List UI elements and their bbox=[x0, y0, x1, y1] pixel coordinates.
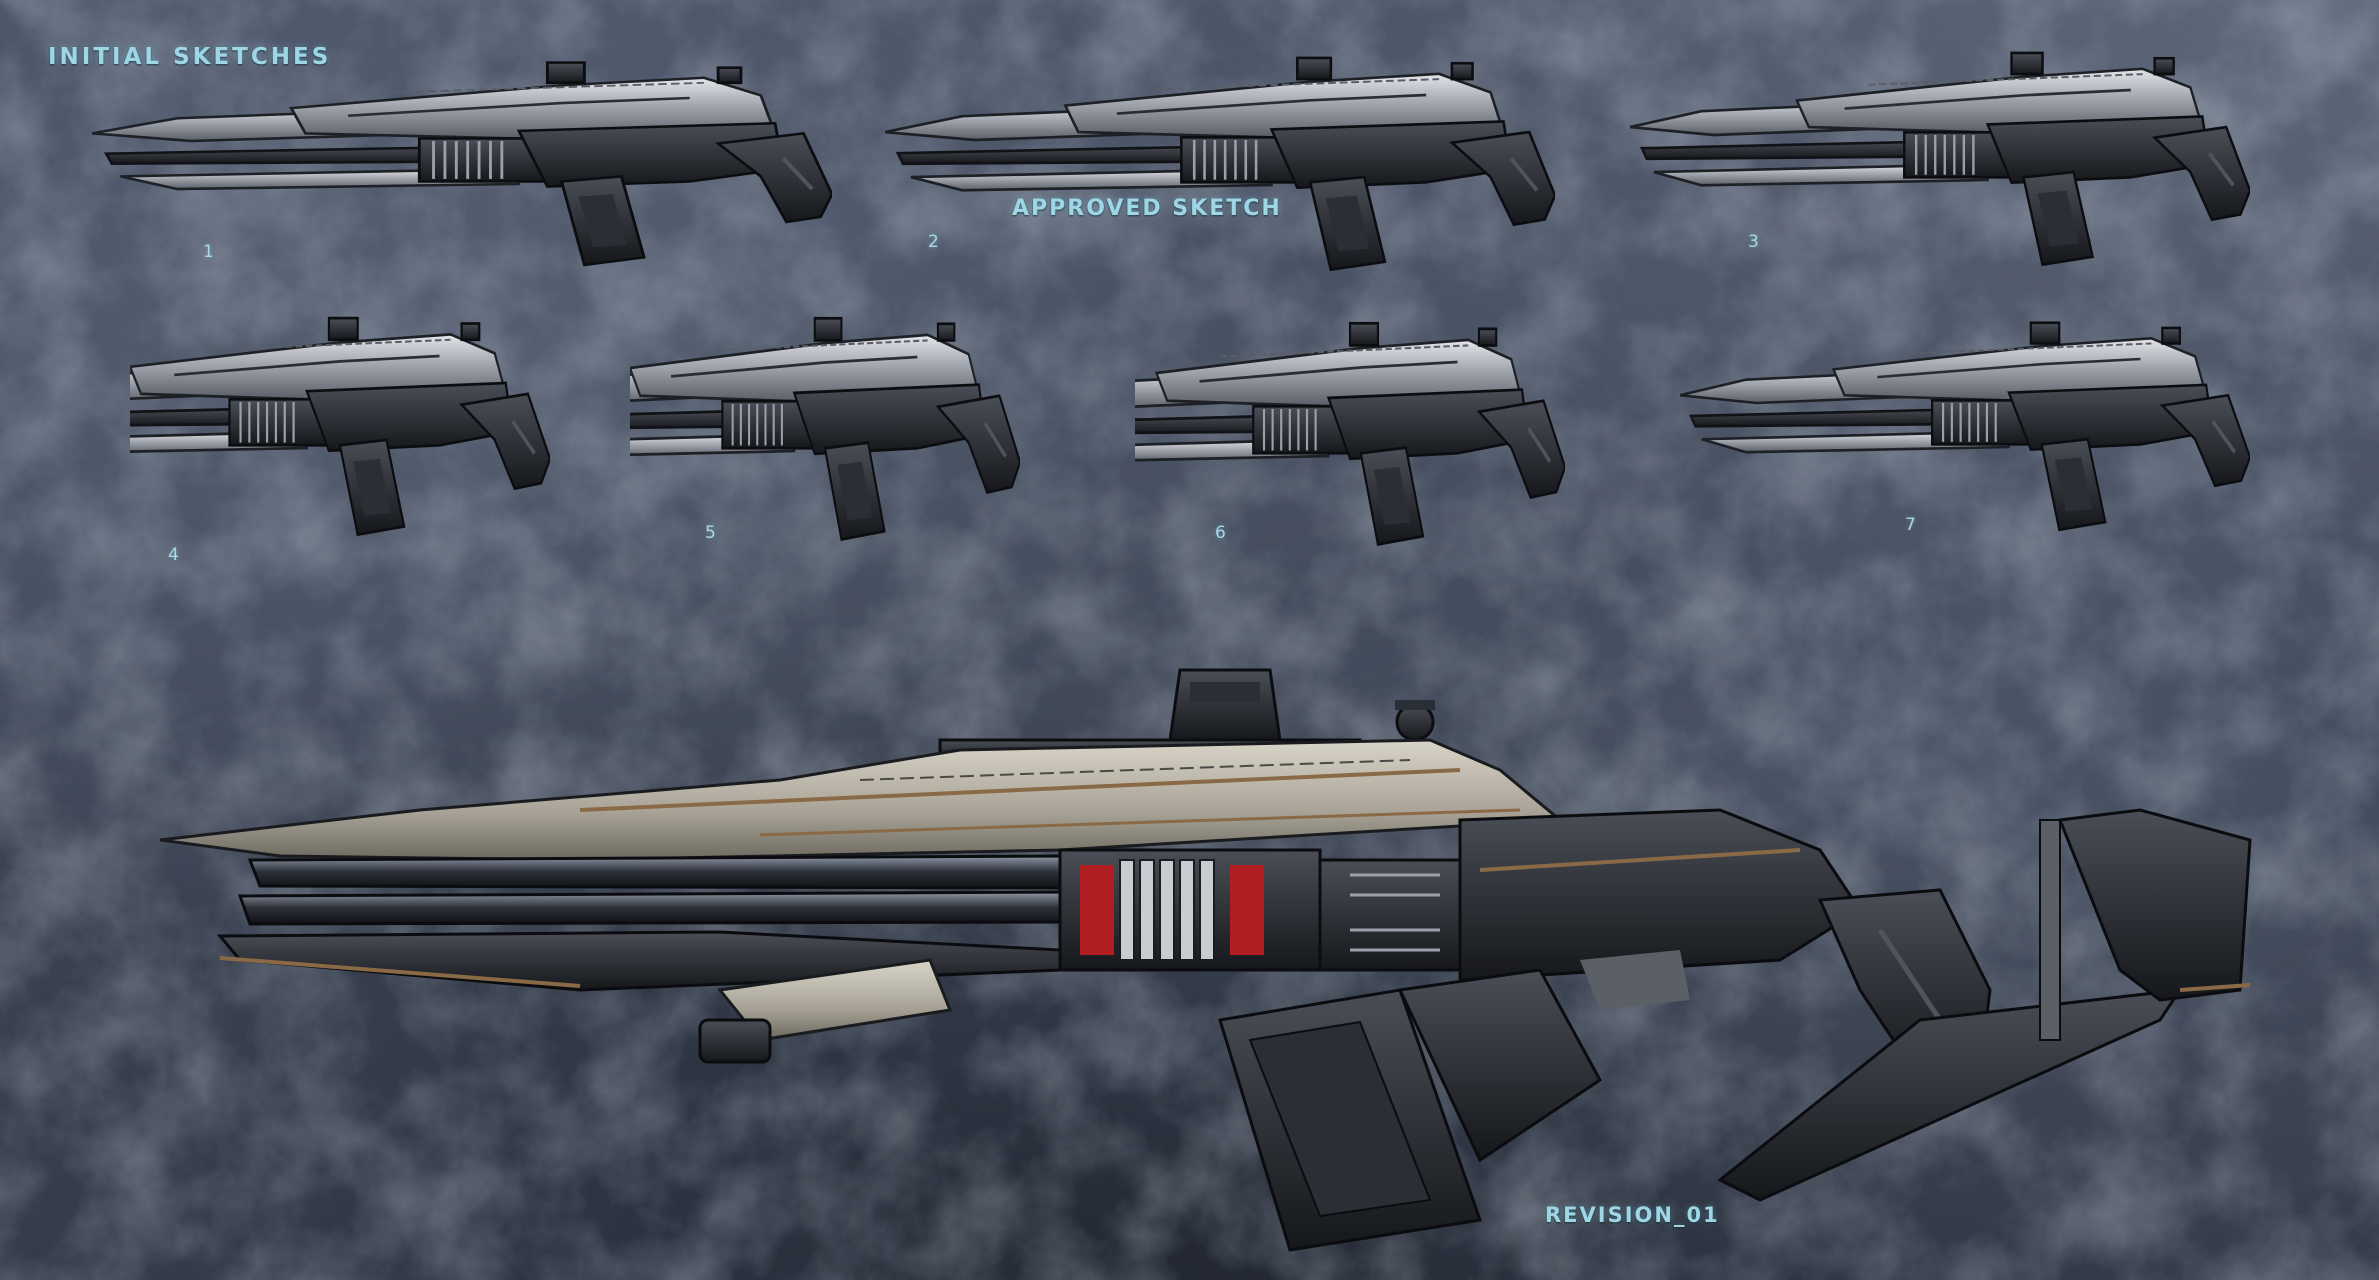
weapon-revision-01 bbox=[160, 668, 2252, 1252]
approved-sketch-label: APPROVED SKETCH bbox=[1012, 196, 1282, 221]
sketch-number-1: 1 bbox=[203, 242, 214, 262]
revision-label: REVISION_01 bbox=[1545, 1203, 1720, 1227]
weapon-sketch-1 bbox=[92, 55, 832, 270]
weapon-sketch-7 bbox=[1680, 320, 2250, 532]
sketch-number-4: 4 bbox=[168, 545, 179, 565]
sketch-number-6: 6 bbox=[1215, 523, 1226, 543]
weapon-sketch-2-approved bbox=[885, 55, 1555, 272]
sketch-number-5: 5 bbox=[705, 523, 716, 543]
weapon-sketch-4 bbox=[130, 310, 550, 540]
sketch-number-7: 7 bbox=[1905, 515, 1916, 535]
weapon-sketch-3 bbox=[1630, 50, 2250, 267]
sketch-number-3: 3 bbox=[1748, 232, 1759, 252]
weapon-sketch-6 bbox=[1135, 315, 1565, 550]
sketch-number-2: 2 bbox=[928, 232, 939, 252]
weapon-sketch-5 bbox=[630, 310, 1020, 545]
initial-sketches-title: INITIAL SKETCHES bbox=[48, 44, 332, 70]
